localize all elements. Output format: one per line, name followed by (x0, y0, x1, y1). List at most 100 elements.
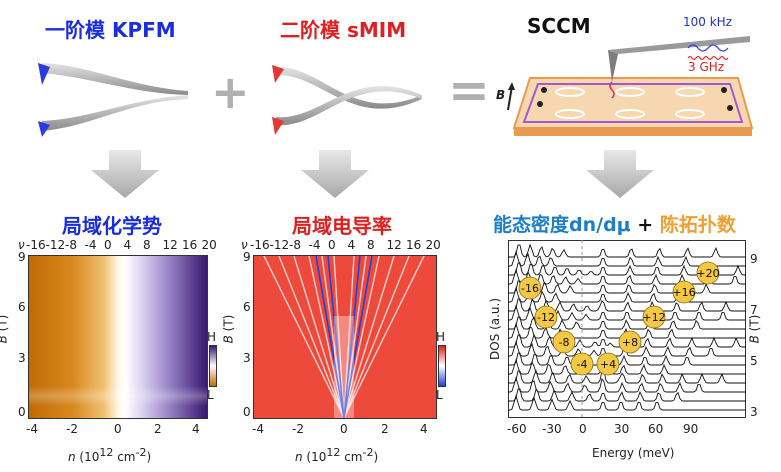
subtitle-dndmu: dn/dμ (569, 214, 631, 236)
arrow-down-right-icon (586, 150, 654, 198)
right-tick: 7 (750, 303, 758, 317)
dos-curve (508, 243, 746, 258)
y-tick-middle: 3 (243, 351, 251, 365)
kpfm-tip-top-icon (38, 63, 50, 85)
x-axis-unit-left: (10 (75, 450, 100, 464)
nu-tick-left: -16 (26, 238, 46, 252)
dos-curve (508, 369, 746, 384)
y-axis-unit-middle: (T) (221, 314, 236, 336)
x-tick-right: 90 (683, 422, 699, 436)
y-tick-left: 6 (18, 300, 26, 314)
dos-curve (508, 358, 746, 375)
colorbar-left (209, 345, 217, 387)
x-tick-middle: 4 (420, 422, 428, 436)
chern-label: +8 (622, 336, 638, 349)
right-tick: 9 (750, 252, 758, 266)
kpfm-tip-bottom-icon (38, 121, 50, 137)
smim-second-mode-illustration (272, 65, 422, 135)
right-b-axis-label: B (T) (747, 315, 761, 344)
nu-tick-left: -8 (65, 238, 77, 252)
nu-tick-left: -12 (45, 238, 66, 252)
b-field-label: B (496, 88, 506, 102)
smim-tip-bottom-icon (272, 117, 284, 135)
y-axis-var-middle: B (221, 335, 236, 344)
right-tick: 3 (750, 405, 758, 419)
colorbar-low-middle: L (436, 388, 443, 402)
y-tick-left: 0 (18, 405, 26, 419)
x-tick-left: 0 (114, 422, 122, 436)
subtitle-chern: 陈拓扑数 (659, 214, 736, 236)
y-tick-middle: 6 (243, 300, 251, 314)
equals-sign: = (448, 61, 490, 119)
kpfm-name: KPFM (111, 18, 176, 42)
chern-label: +4 (600, 358, 616, 371)
x-axis-var-middle: n (295, 450, 303, 464)
arrow-down-left-icon (91, 150, 159, 198)
colorbar-high-left: H (207, 330, 217, 344)
nu-tick-middle: 8 (367, 238, 375, 252)
nu-tick-left: 0 (104, 238, 112, 252)
chern-label: -16 (521, 282, 539, 295)
nu-tick-middle: -12 (269, 238, 290, 252)
chern-bubble (618, 330, 642, 354)
nu-tick-left: 4 (123, 238, 132, 252)
nu-tick-middle: 16 (406, 238, 422, 252)
kpfm-prefix: 一阶模 (45, 18, 105, 42)
x-tick-right: 0 (579, 422, 587, 436)
dos-curves (508, 243, 746, 411)
right-tick: 5 (750, 354, 758, 368)
x-tick-left: 4 (192, 422, 200, 436)
dos-curve (508, 388, 746, 402)
x-tick-left: 2 (154, 422, 162, 436)
nu-tick-left: 12 (162, 238, 178, 252)
nu-tick-middle: 12 (386, 238, 402, 252)
chern-bubble (642, 305, 666, 329)
chern-bubble (672, 280, 696, 304)
chern-label: +16 (672, 286, 695, 299)
chern-bubble (596, 352, 620, 376)
smim-name: sMIM (346, 18, 407, 42)
colorbar-high-middle: H (436, 330, 446, 344)
dos-y-axis-label: DOS (a.u.) (488, 297, 503, 361)
chern-bubble (696, 261, 720, 285)
nu-label-middle: ν (241, 238, 248, 252)
nu-tick-middle: -8 (289, 238, 301, 252)
landau-fan-lines (263, 256, 425, 418)
x-tick-right: -30 (542, 422, 562, 436)
nu-label-left: ν (18, 238, 25, 252)
y-tick-middle: 9 (243, 250, 251, 264)
x-axis-var-left: n (68, 450, 76, 464)
y-tick-middle: 0 (243, 405, 251, 419)
chern-label: -8 (559, 336, 570, 349)
nu-tick-middle: 4 (347, 238, 356, 252)
dos-curve (508, 376, 746, 393)
chern-label: +12 (642, 311, 665, 324)
chern-bubble (534, 305, 558, 329)
x-tick-middle: 2 (381, 422, 389, 436)
subtitle-plus: + (637, 214, 654, 236)
kpfm-title: 一阶模 KPFM (45, 14, 176, 43)
x-tick-right: -60 (507, 422, 527, 436)
subtitle-dos: 能态密度 (493, 214, 570, 236)
x-axis-tail-left: cm (113, 450, 136, 464)
right-b-var: B (747, 335, 762, 344)
y-axis-label-left: B (T) (0, 315, 9, 344)
colorbar-low-left: L (207, 388, 214, 402)
kpfm-map (28, 255, 208, 419)
dos-curve (508, 279, 746, 294)
x-tick-middle: 0 (340, 422, 348, 436)
y-axis-label-middle: B (T) (221, 315, 235, 344)
nu-tick-middle: -16 (250, 238, 270, 252)
right-b-unit: (T) (747, 314, 762, 336)
colorbar-middle (438, 345, 446, 387)
nu-tick-left: 20 (201, 238, 217, 252)
x-tick-left: -2 (66, 422, 78, 436)
smim-map (253, 255, 437, 419)
nu-tick-left: 16 (182, 238, 198, 252)
x-axis-exp2-left: -2 (135, 446, 147, 459)
dos-curve (508, 394, 746, 411)
smim-tip-top-icon (272, 65, 284, 83)
y-axis-unit-left: (T) (0, 314, 10, 332)
chern-bubble (570, 352, 594, 376)
arrow-down-middle-icon (301, 150, 369, 198)
